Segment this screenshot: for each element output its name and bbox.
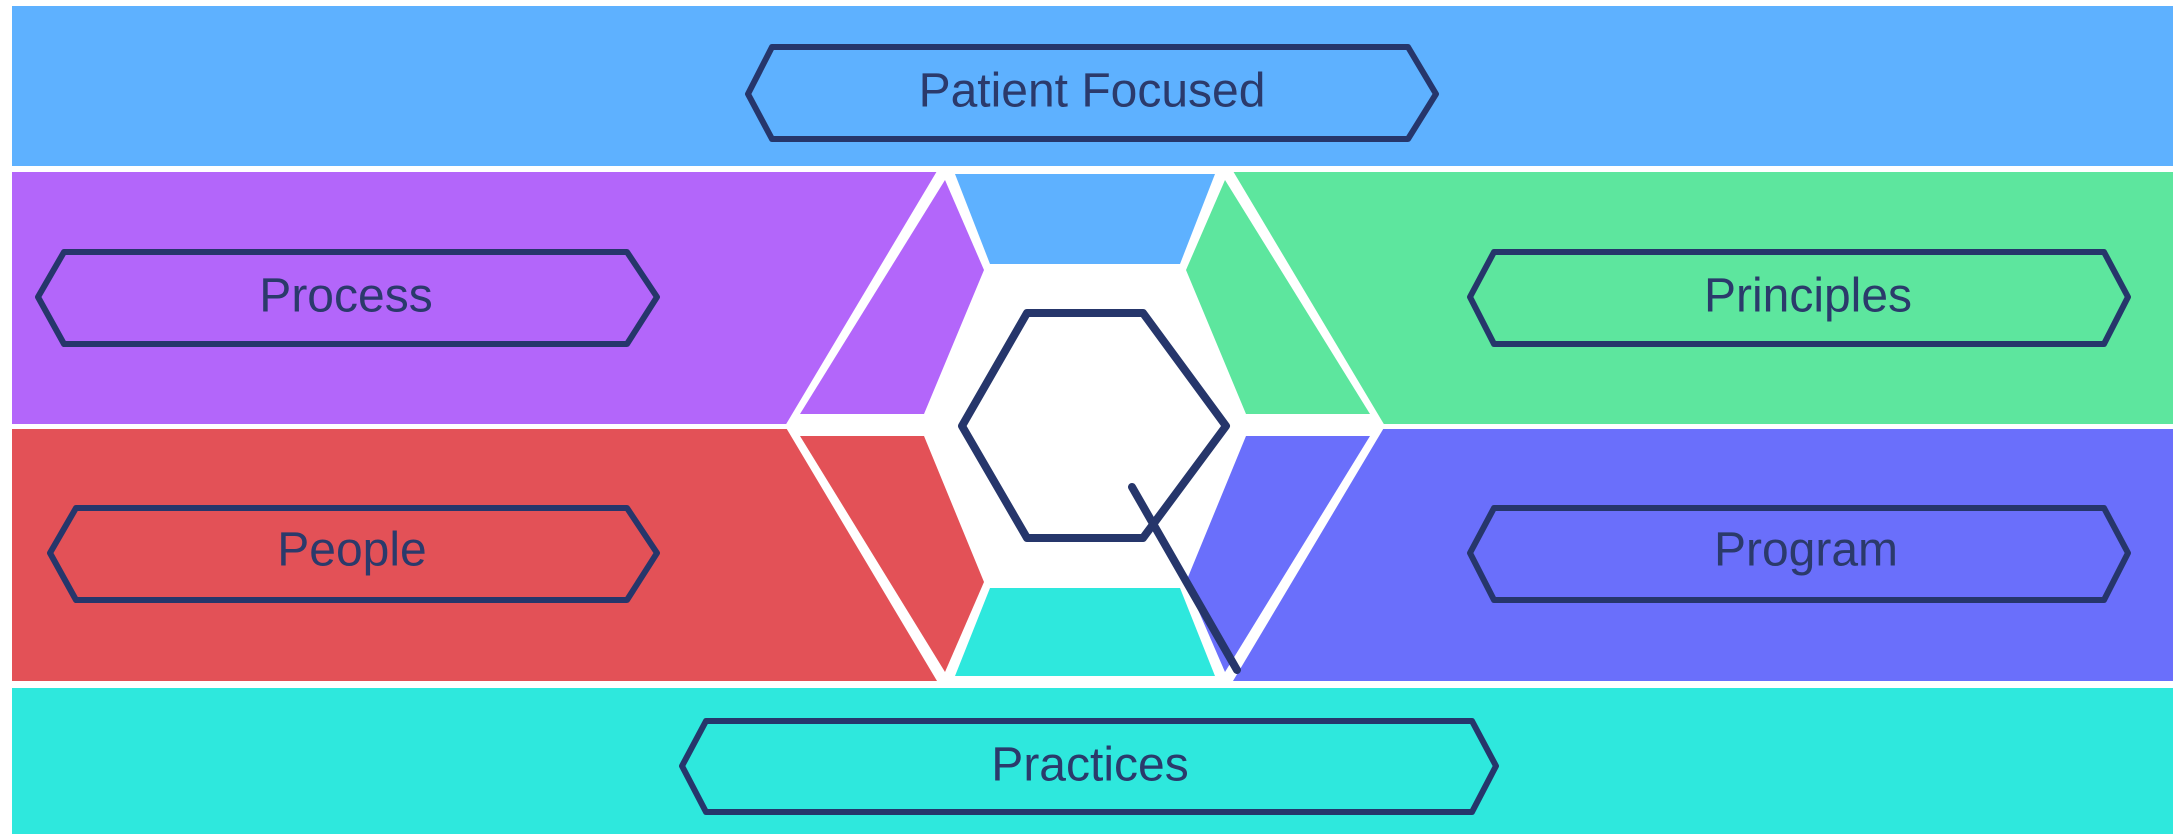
label-process-text: Process	[259, 270, 432, 323]
label-frame	[745, 44, 1439, 142]
label-patient-focused-text: Patient Focused	[919, 65, 1266, 118]
label-process: Process	[35, 249, 660, 347]
label-principles-text: Principles	[1704, 270, 1912, 323]
label-patient-focused: Patient Focused	[745, 44, 1439, 142]
hexagon-q-icon	[958, 309, 1241, 674]
hex-segment-lower-left	[800, 436, 984, 672]
hex-segment-upper-left	[800, 180, 984, 414]
hex-segment-bottom	[955, 588, 1215, 676]
label-people: People	[47, 505, 660, 603]
label-people-text: People	[277, 524, 426, 577]
hex-segment-top	[955, 174, 1215, 264]
label-frame	[35, 249, 660, 347]
label-frame	[47, 505, 660, 603]
label-program: Program	[1467, 505, 2131, 603]
label-frame	[679, 718, 1499, 815]
hex-segment-upper-right	[1186, 180, 1370, 414]
label-practices: Practices	[679, 718, 1499, 815]
label-frame	[1467, 505, 2131, 603]
label-program-text: Program	[1714, 524, 1898, 577]
label-frame	[1467, 249, 2131, 347]
label-principles: Principles	[1467, 249, 2131, 347]
hex-segment-lower-right	[1186, 436, 1370, 672]
label-practices-text: Practices	[991, 739, 1188, 792]
